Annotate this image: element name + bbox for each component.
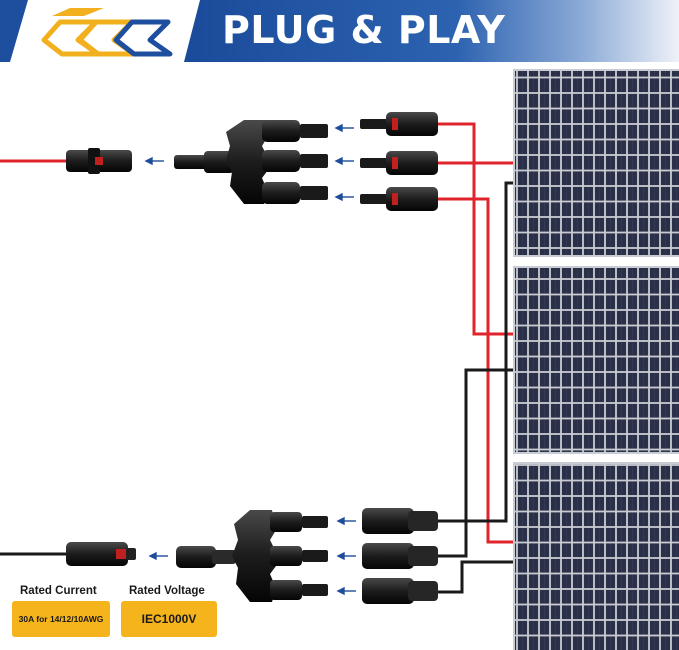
negative-wire-panel-3 — [438, 560, 514, 594]
header-background — [0, 0, 679, 62]
y-branch-connector-icon — [174, 120, 328, 204]
wires — [0, 122, 514, 594]
y-branch-connector-icon — [176, 510, 328, 602]
mc4-connector-icon — [66, 148, 132, 174]
rated-voltage-label: Rated Voltage — [129, 585, 205, 597]
arrow-left-icon — [334, 123, 354, 133]
solar-panel-icon — [513, 462, 679, 650]
positive-wire-panel-1 — [438, 122, 514, 336]
solar-panel-icon — [513, 69, 679, 257]
arrow-left-icon — [336, 551, 356, 561]
solar-panels — [513, 69, 679, 650]
arrow-left-icon — [336, 586, 356, 596]
page-title: PLUG & PLAY — [222, 8, 506, 52]
mc4-connector-icon — [362, 508, 438, 534]
mc4-connector-icon — [66, 542, 136, 566]
rated-current-value: 30A for 14/12/10AWG — [12, 601, 110, 637]
arrow-left-icon — [144, 156, 164, 166]
arrow-left-icon — [336, 516, 356, 526]
triple-s-logo-icon — [41, 8, 173, 57]
arrow-left-icon — [334, 156, 354, 166]
mc4-connector-icon — [360, 151, 438, 175]
mc4-connector-icon — [362, 543, 438, 569]
header-banner: PLUG & PLAY — [0, 0, 679, 62]
negative-wire-panel-1 — [438, 181, 514, 523]
mc4-connector-icon — [360, 187, 438, 211]
solar-panel-icon — [513, 266, 679, 454]
arrow-left-icon — [334, 192, 354, 202]
bottom-branch-assembly — [66, 508, 438, 604]
mc4-connector-icon — [362, 578, 438, 604]
top-branch-assembly — [66, 112, 438, 211]
flow-arrows — [144, 123, 356, 596]
arrow-left-icon — [148, 551, 168, 561]
negative-wire-panel-2 — [438, 368, 514, 558]
rated-current-label: Rated Current — [20, 585, 97, 597]
rated-voltage-value: IEC1000V — [121, 601, 217, 637]
mc4-connector-icon — [360, 112, 438, 136]
